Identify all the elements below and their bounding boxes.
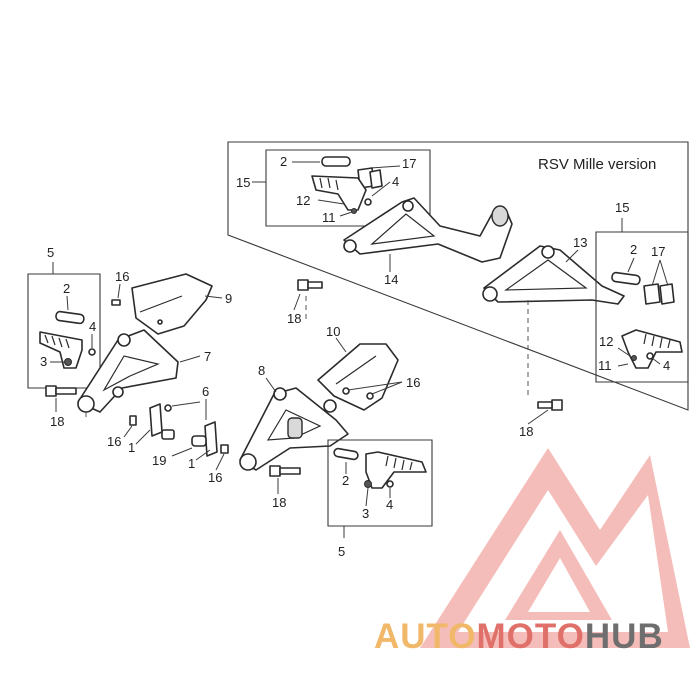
watermark-text: AUTOMOTOHUB — [374, 617, 664, 656]
callout-2-right: 2 — [630, 242, 637, 257]
bolt-18-center — [269, 465, 301, 477]
callout-13: 13 — [573, 235, 587, 250]
pin-2-center — [333, 447, 359, 461]
bolt-18-left — [45, 385, 77, 397]
callout-8: 8 — [258, 363, 265, 378]
pin-2-right — [611, 271, 641, 286]
clip-17-right — [643, 283, 661, 305]
callout-15-upper: 15 — [236, 175, 250, 190]
callout-1-left-b: 1 — [188, 456, 195, 471]
callout-2-upper: 2 — [280, 154, 287, 169]
callout-5-left: 5 — [47, 245, 54, 260]
callout-18-center: 18 — [272, 495, 286, 510]
inset-box-center-5 — [327, 439, 433, 527]
callout-1-left-a: 1 — [128, 440, 135, 455]
callout-19: 19 — [152, 453, 166, 468]
callout-18-left: 18 — [50, 414, 64, 429]
footpeg-left — [39, 331, 83, 369]
callout-17-upper: 17 — [402, 156, 416, 171]
callout-9: 9 — [225, 291, 232, 306]
inset-box-right-15 — [595, 231, 689, 383]
pin-2-left — [55, 310, 85, 325]
callout-14: 14 — [384, 272, 398, 287]
callout-12-upper: 12 — [296, 193, 310, 208]
callout-15-right: 15 — [615, 200, 629, 215]
callout-4-right: 4 — [663, 358, 670, 373]
callout-16-left-top: 16 — [115, 269, 129, 284]
callout-18-right: 18 — [519, 424, 533, 439]
callout-6: 6 — [202, 384, 209, 399]
callout-16-left-mid: 16 — [107, 434, 121, 449]
callout-7: 7 — [204, 349, 211, 364]
callout-2-center: 2 — [342, 473, 349, 488]
heel-guard-10 — [317, 343, 399, 411]
callout-2-left: 2 — [63, 281, 70, 296]
callout-5-center: 5 — [338, 544, 345, 559]
bolt-18-mid — [297, 279, 323, 291]
callout-16-center: 16 — [406, 375, 420, 390]
pin-2-upper — [321, 156, 351, 167]
callout-4-left: 4 — [89, 319, 96, 334]
watermark-logo-mark — [420, 448, 690, 648]
callout-11-right: 11 — [598, 358, 612, 373]
callout-17-right: 17 — [651, 244, 665, 259]
callout-4-upper: 4 — [392, 174, 399, 189]
callout-3-left: 3 — [40, 354, 47, 369]
callout-10: 10 — [326, 324, 340, 339]
callout-18-mid: 18 — [287, 311, 301, 326]
callout-16-left-bottom: 16 — [208, 470, 222, 485]
callout-12-right: 12 — [599, 334, 613, 349]
bracket-14 — [343, 197, 513, 263]
callout-11-upper: 11 — [322, 210, 336, 225]
footpeg-right — [621, 329, 683, 369]
version-title: RSV Mille version — [538, 156, 656, 173]
plate-6-lower — [204, 421, 218, 457]
plate-6-upper — [149, 403, 163, 437]
bolt-18-right — [537, 399, 563, 411]
heel-guard-9 — [131, 273, 213, 335]
version-enclosure — [227, 141, 689, 411]
callout-4-center: 4 — [386, 497, 393, 512]
footpeg-center — [365, 451, 427, 489]
callout-3-center: 3 — [362, 506, 369, 521]
